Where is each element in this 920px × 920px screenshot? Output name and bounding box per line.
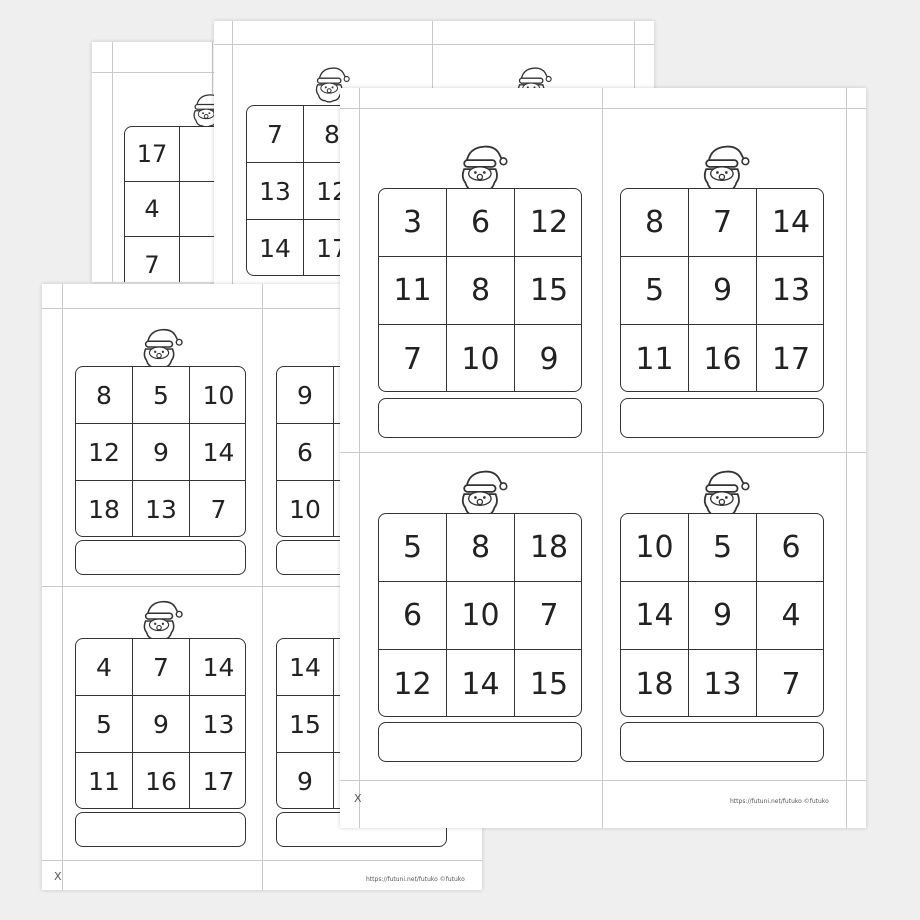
- number-cell: 15: [277, 696, 334, 753]
- number-cell: 13: [133, 481, 190, 536]
- number-cell: 4: [757, 582, 823, 650]
- number-cell: 7: [781, 666, 801, 702]
- number-cell: 17: [771, 341, 811, 377]
- number-cell: 5: [133, 367, 190, 424]
- name-box: [75, 540, 246, 575]
- number-cell: 5: [621, 257, 689, 325]
- number-cell: 11: [621, 325, 689, 391]
- number-cell: 17: [125, 127, 180, 182]
- number-cell: 7: [210, 495, 227, 524]
- name-box: [620, 722, 824, 762]
- number-cell: 3: [379, 189, 447, 257]
- number-cell: 7: [515, 582, 581, 650]
- number-cell: 6: [757, 514, 823, 582]
- number-cell: 18: [515, 514, 581, 582]
- footer-url: https://futuni.net/futuko ©futuko: [366, 876, 465, 883]
- number-cell: 14: [447, 650, 515, 716]
- number-cell: 10: [277, 481, 334, 536]
- number-cell: 14: [277, 639, 334, 696]
- number-cell: 17: [202, 767, 235, 796]
- cut-mark: X: [54, 870, 62, 883]
- number-cell: 9: [277, 753, 334, 808]
- number-cell: 10: [621, 514, 689, 582]
- number-cell: 7: [133, 639, 190, 696]
- number-cell: 7: [247, 106, 304, 163]
- number-cell: 12: [76, 424, 133, 481]
- number-cell: 8: [447, 514, 515, 582]
- number-cell: 15: [529, 666, 569, 702]
- name-box: [378, 722, 582, 762]
- number-cell: 7: [379, 325, 447, 391]
- number-cell: 6: [447, 189, 515, 257]
- number-cell: 8: [447, 257, 515, 325]
- number-cell: 7: [689, 189, 757, 257]
- number-cell: 4: [76, 639, 133, 696]
- number-cell: 14: [621, 582, 689, 650]
- number-cell: 12: [379, 650, 447, 716]
- number-cell: 5: [76, 696, 133, 753]
- number-cell: 13: [757, 257, 823, 325]
- number-cell: 14: [190, 639, 245, 696]
- number-cell: 15: [515, 257, 581, 325]
- cut-mark: X: [354, 792, 362, 805]
- number-cell: 10: [447, 325, 515, 391]
- number-cell: 8: [76, 367, 133, 424]
- number-cell: 16: [133, 753, 190, 808]
- number-cell: 14: [190, 424, 245, 481]
- number-cell: 14: [757, 189, 823, 257]
- santa-icon: [143, 600, 183, 642]
- number-cell: 18: [621, 650, 689, 716]
- number-cell: 12: [515, 189, 581, 257]
- number-cell: 9: [133, 696, 190, 753]
- santa-icon: [143, 328, 183, 370]
- number-cell: 14: [247, 220, 304, 275]
- number-cell: 13: [247, 163, 304, 220]
- number-cell: 4: [125, 182, 180, 237]
- number-cell: 11: [379, 257, 447, 325]
- number-cell: 10: [447, 582, 515, 650]
- number-cell: 13: [190, 696, 245, 753]
- number-cell: 9: [689, 582, 757, 650]
- number-cell: 8: [621, 189, 689, 257]
- name-box: [75, 812, 246, 847]
- number-cell: 9: [539, 341, 559, 377]
- footer-url: https://futuni.net/futuko ©futuko: [730, 798, 829, 805]
- number-cell: 13: [689, 650, 757, 716]
- number-cell: 9: [277, 367, 334, 424]
- number-cell: 6: [277, 424, 334, 481]
- name-box: [378, 398, 582, 438]
- number-cell: 9: [689, 257, 757, 325]
- number-cell: 7: [125, 237, 180, 282]
- number-cell: 5: [689, 514, 757, 582]
- number-cell: 5: [379, 514, 447, 582]
- number-cell: 9: [133, 424, 190, 481]
- name-box: [620, 398, 824, 438]
- number-cell: 18: [76, 481, 133, 536]
- number-cell: 6: [379, 582, 447, 650]
- number-cell: 16: [689, 325, 757, 391]
- number-cell: 10: [190, 367, 245, 424]
- number-cell: 11: [76, 753, 133, 808]
